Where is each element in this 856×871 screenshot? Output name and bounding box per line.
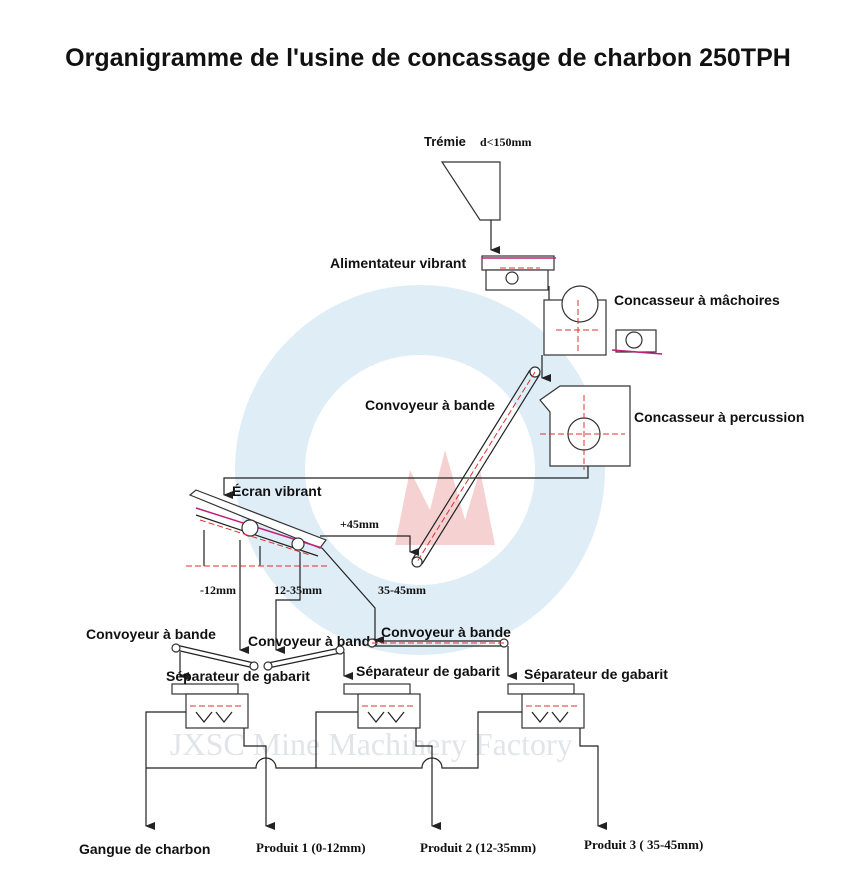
product-1-label: Produit 1 (0-12mm) <box>256 840 366 855</box>
vibrating-screen-graphic <box>186 489 419 567</box>
conveyor-2-label: Convoyeur à bande <box>248 633 378 649</box>
hopper-label: Trémie <box>424 134 466 149</box>
main-conveyor-label: Convoyeur à bande <box>365 397 495 413</box>
fraction-2-label: 12-35mm <box>274 583 322 597</box>
separator-3-label: Séparateur de gabarit <box>524 666 668 682</box>
page-title: Organigramme de l'usine de concassage de… <box>65 44 791 72</box>
jaw-crusher-label: Concasseur à mâchoires <box>614 292 780 308</box>
separator-3-graphic <box>507 683 585 729</box>
hopper-graphic <box>440 161 501 254</box>
product-flow-lines <box>243 728 607 830</box>
product-2-label: Produit 2 (12-35mm) <box>420 840 536 855</box>
conveyor-3-label: Convoyeur à bande <box>381 624 511 640</box>
vibrating-feeder-label: Alimentateur vibrant <box>330 255 466 271</box>
vibrating-feeder-graphic <box>481 255 558 309</box>
gangue-flow-lines <box>145 711 522 830</box>
fraction-1-label: -12mm <box>200 583 236 597</box>
logo-watermark: JXSC Mine Machinery Factory <box>170 285 605 762</box>
conveyor-1-label: Convoyeur à bande <box>86 626 216 642</box>
conveyor-3-graphic <box>367 638 517 680</box>
fraction-3-label: 35-45mm <box>378 583 426 597</box>
separator-1-label: Séparateur de gabarit <box>166 668 310 684</box>
oversize-label: +45mm <box>340 517 379 531</box>
flow-fraction-2 <box>275 566 301 654</box>
hopper-size-label: d<150mm <box>480 135 532 149</box>
main-conveyor-graphic <box>411 366 541 568</box>
vibrating-screen-label: Écran vibrant <box>232 483 322 499</box>
impact-crusher-graphic <box>223 385 631 499</box>
flow-fraction-3 <box>321 547 384 644</box>
separator-1-graphic <box>171 683 249 729</box>
watermark-text: JXSC Mine Machinery Factory <box>170 726 573 762</box>
separator-2-graphic <box>343 683 421 729</box>
separator-2-label: Séparateur de gabarit <box>356 663 500 679</box>
conveyor-2-graphic <box>263 645 353 680</box>
impact-crusher-label: Concasseur à percussion <box>634 409 804 425</box>
conveyor-1-graphic <box>171 643 259 680</box>
product-3-label: Produit 3 ( 35-45mm) <box>584 837 703 852</box>
gangue-label: Gangue de charbon <box>79 841 210 857</box>
jaw-crusher-graphic <box>541 285 663 382</box>
